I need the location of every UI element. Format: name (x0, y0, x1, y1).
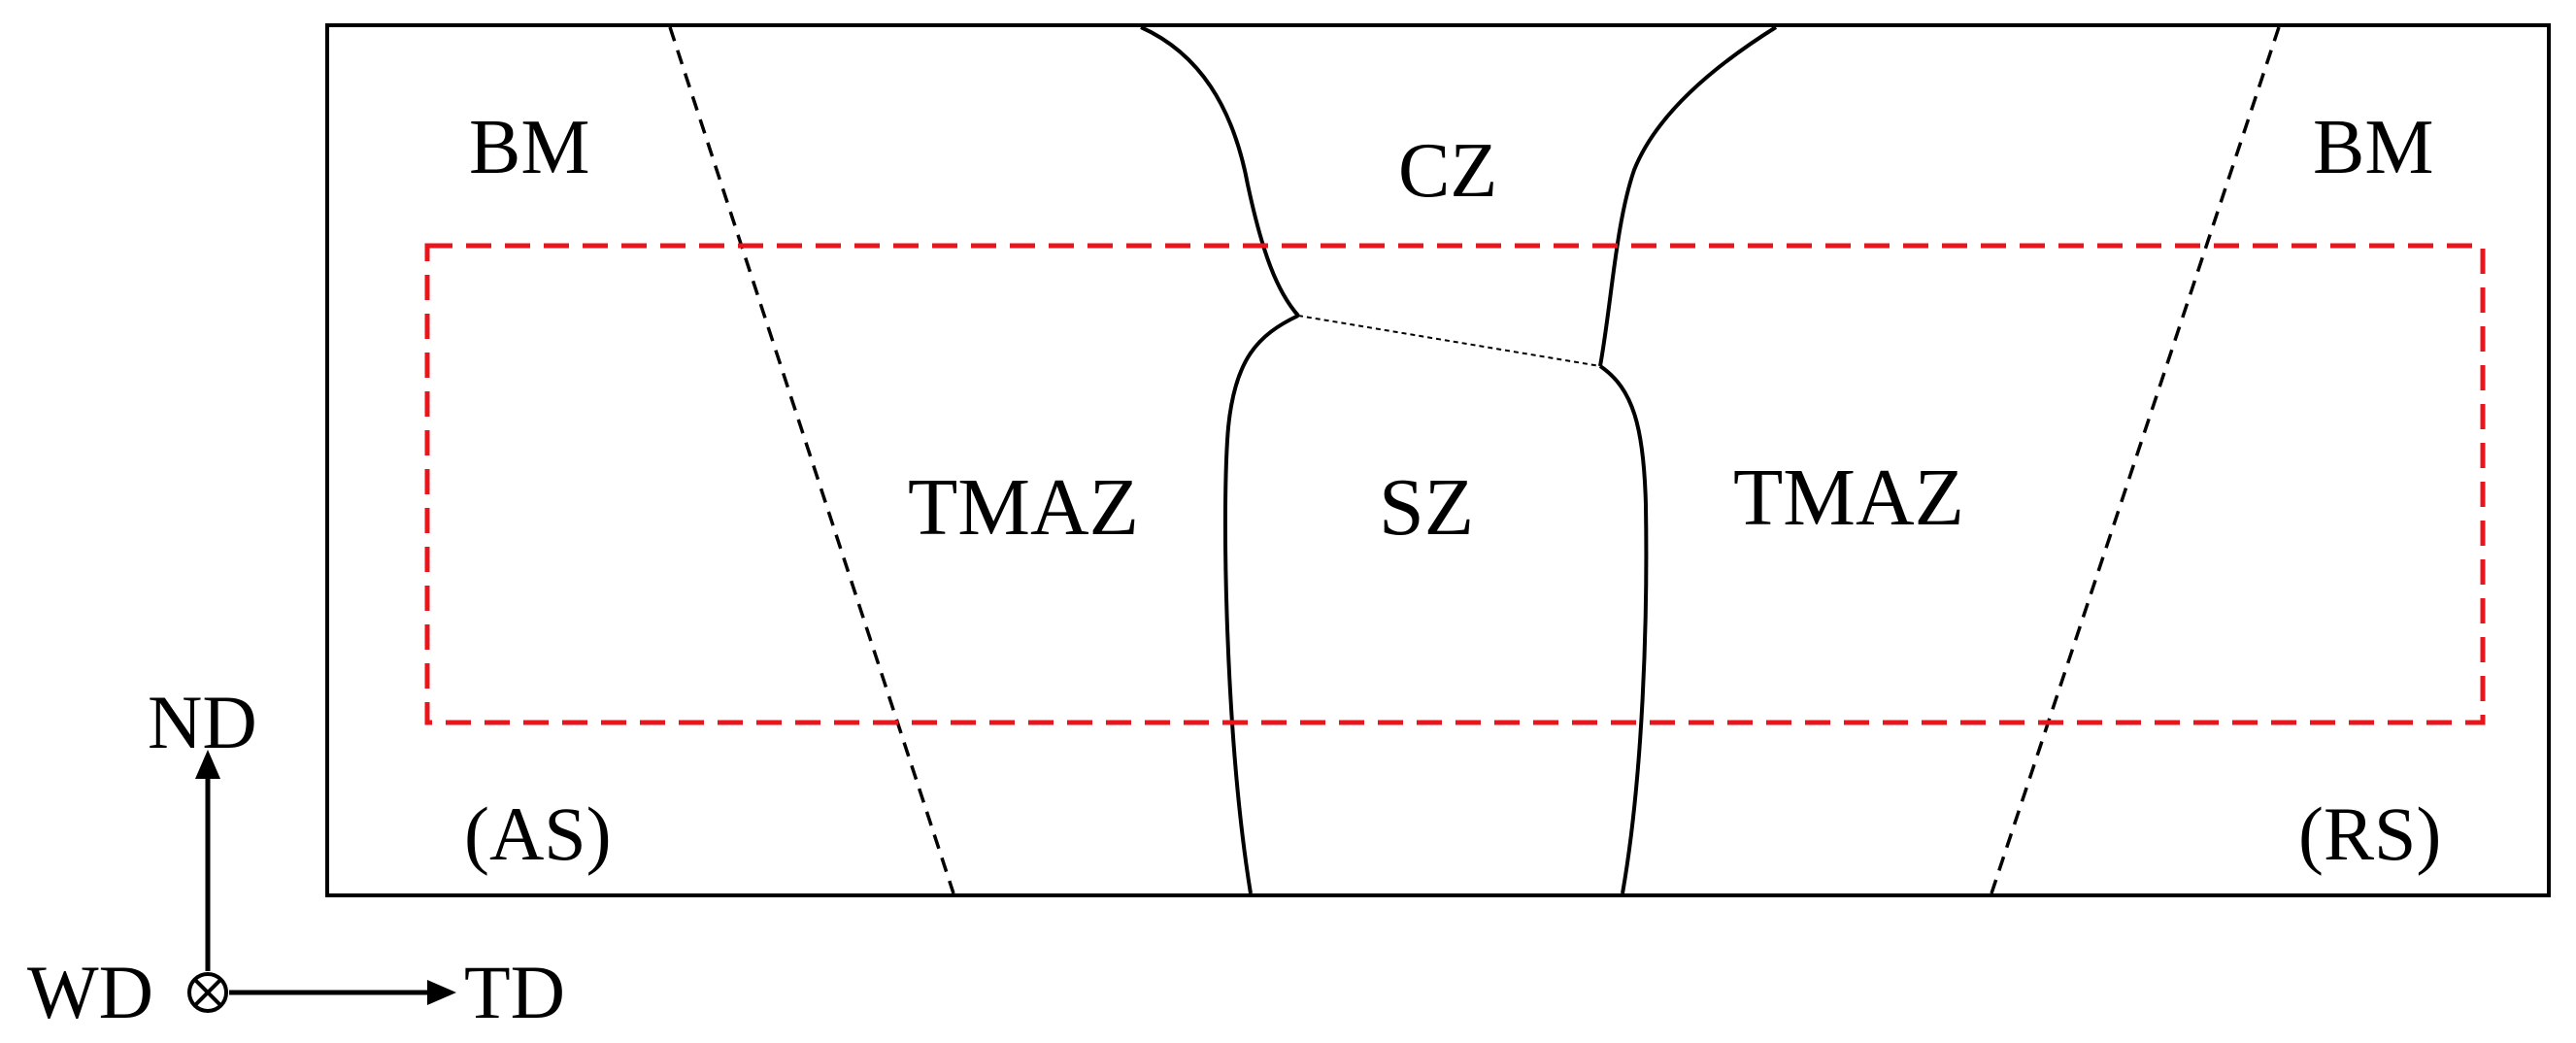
coordinate-axes: ND WD TD (27, 680, 565, 1034)
retreating-side-label: (RS) (2298, 791, 2441, 876)
left-bm-tmaz-boundary (668, 26, 955, 894)
right-bm-tmaz-boundary (1990, 26, 2281, 894)
wd-into-page-icon (187, 972, 228, 1013)
region-of-interest-box (424, 243, 2486, 725)
nd-axis-label: ND (148, 680, 257, 764)
tmaz-left-label: TMAZ (908, 462, 1139, 553)
advancing-side-label: (AS) (464, 791, 612, 876)
bm-left-label: BM (469, 105, 590, 190)
cross-section-frame (325, 23, 2551, 897)
wd-axis-label: WD (27, 950, 153, 1034)
nd-arrow-icon (195, 750, 220, 779)
cz-sz-interface (1297, 315, 1601, 367)
bm-right-label: BM (2313, 105, 2434, 190)
right-cz-boundary (1598, 25, 1778, 367)
td-arrow-icon (427, 980, 456, 1005)
td-axis-label: TD (464, 950, 565, 1034)
right-sz-boundary (1598, 364, 1649, 894)
tmaz-right-label: TMAZ (1733, 453, 1964, 543)
sz-label: SZ (1379, 462, 1474, 553)
left-cz-boundary (1140, 25, 1300, 318)
cz-label: CZ (1398, 128, 1497, 214)
left-sz-boundary (1222, 314, 1299, 894)
